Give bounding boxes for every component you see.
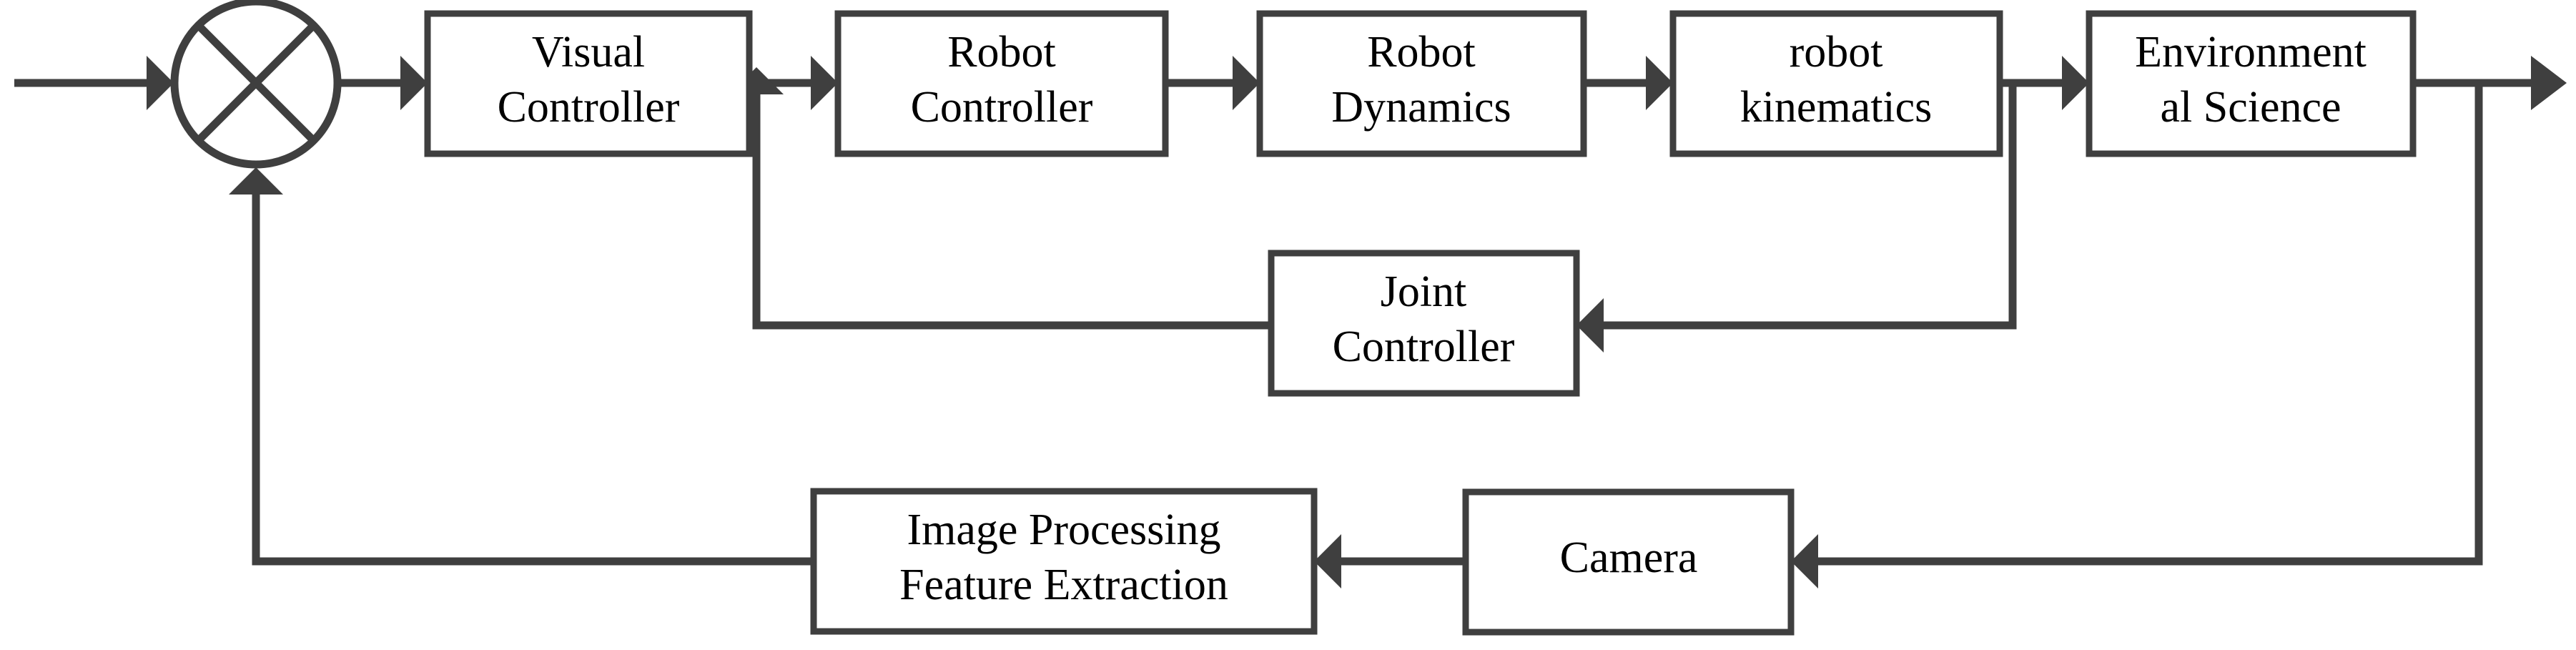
wire-camera-to-image-processing: [1314, 534, 1466, 589]
block-robot-controller[interactable]: Robot Controller: [834, 10, 1169, 157]
block-environmental-science[interactable]: Environment al Science: [2086, 10, 2417, 157]
block-robot-kinematics-label-line2: kinematics: [1740, 83, 1933, 132]
wire-environment-branch-to-camera: [1791, 83, 2483, 589]
summing-junction[interactable]: [170, 0, 342, 169]
wire-reference-input: [14, 56, 174, 110]
block-camera[interactable]: Camera: [1462, 488, 1795, 636]
block-robot-kinematics[interactable]: robot kinematics: [1669, 10, 2003, 157]
block-robot-dynamics-label-line2: Dynamics: [1331, 83, 1511, 132]
wire-environment-output: [2413, 56, 2567, 110]
wire-sum-to-visual-controller: [336, 56, 428, 110]
wire-kinematics-branch-to-joint-controller: [1576, 83, 2017, 353]
block-visual-controller-label-line1: Visual: [532, 28, 645, 77]
block-visual-controller[interactable]: Visual Controller: [424, 10, 753, 157]
block-robot-kinematics-label-line1: robot: [1790, 28, 1883, 77]
block-image-processing-label-line2: Feature Extraction: [899, 561, 1228, 609]
wire-robot-controller-to-dynamics: [1165, 56, 1260, 110]
block-image-processing-label-line1: Image Processing: [907, 506, 1220, 554]
block-visual-controller-label-line2: Controller: [498, 83, 680, 132]
wire-image-processing-to-sum: [229, 167, 814, 566]
block-image-processing[interactable]: Image Processing Feature Extraction: [810, 488, 1318, 635]
block-environmental-science-label-line2: al Science: [2160, 83, 2341, 132]
block-robot-controller-label-line2: Controller: [911, 83, 1093, 132]
wire-dynamics-to-kinematics: [1584, 56, 1673, 110]
block-robot-controller-label-line1: Robot: [947, 28, 1056, 77]
block-environmental-science-label-line1: Environment: [2135, 28, 2367, 77]
block-robot-dynamics[interactable]: Robot Dynamics: [1256, 10, 1587, 157]
block-joint-controller-label-line1: Joint: [1381, 267, 1467, 316]
block-camera-label: Camera: [1560, 533, 1698, 582]
block-joint-controller[interactable]: Joint Controller: [1268, 250, 1580, 397]
block-joint-controller-label-line2: Controller: [1333, 322, 1515, 371]
block-robot-dynamics-label-line1: Robot: [1367, 28, 1476, 77]
